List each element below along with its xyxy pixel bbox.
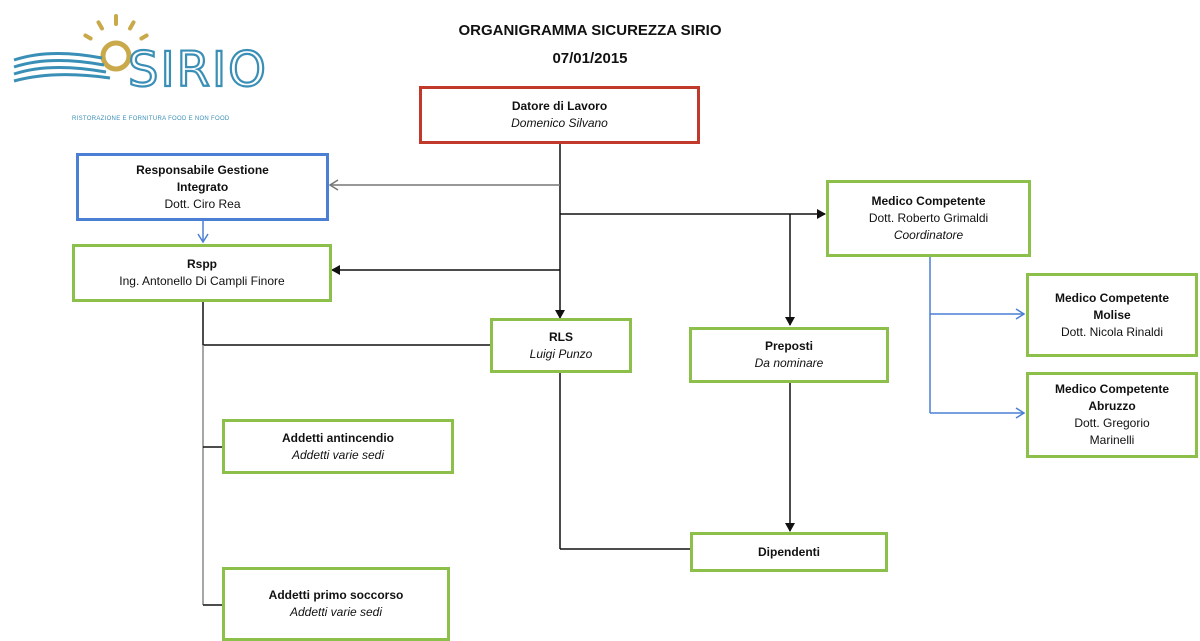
node-person-line2: Marinelli [1089, 433, 1135, 447]
node-person: Luigi Punzo [529, 346, 593, 361]
node-person: Ing. Antonello Di Campli Finore [119, 274, 285, 288]
node-datore-di-lavoro: Datore di Lavoro Domenico Silvano [419, 86, 700, 144]
logo-tagline: RISTORAZIONE E FORNITURA FOOD E NON FOOD [72, 116, 230, 122]
node-note: Addetti varie sedi [289, 605, 383, 619]
node-role-line1: Medico Competente [1054, 290, 1169, 305]
node-role: Addetti antincendio [282, 430, 394, 445]
node-person: Dott. Roberto Grimaldi [868, 211, 989, 225]
node-addetti-antincendio: Addetti antincendio Addetti varie sedi [222, 419, 454, 474]
node-rspp: Rspp Ing. Antonello Di Campli Finore [72, 244, 332, 302]
node-role: Datore di Lavoro [511, 99, 608, 113]
node-note: Coordinatore [893, 228, 964, 242]
sirio-logo: SIRIO RISTORAZIONE E FORNITURA FOOD E NO… [10, 10, 330, 122]
node-rls: RLS Luigi Punzo [490, 318, 632, 373]
node-role-line1: Medico Competente [1054, 382, 1169, 396]
node-person: Dott. Ciro Rea [164, 196, 241, 211]
node-role: Dipendenti [758, 544, 820, 559]
node-role: Medico Competente [871, 194, 986, 208]
node-role-line2: Integrato [176, 179, 229, 194]
node-role: Addetti primo soccorso [268, 588, 404, 602]
node-role: Rspp [187, 257, 217, 271]
node-medico-molise: Medico Competente Molise Dott. Nicola Ri… [1026, 273, 1198, 357]
node-person: Dott. Nicola Rinaldi [1060, 324, 1164, 339]
chart-title: ORGANIGRAMMA SICUREZZA SIRIO [458, 22, 722, 39]
node-medico-coordinatore: Medico Competente Dott. Roberto Grimaldi… [826, 180, 1031, 257]
node-role: Preposti [764, 339, 813, 353]
node-role-line2: Molise [1093, 307, 1131, 322]
chart-date: 07/01/2015 [552, 50, 628, 67]
node-role-line1: Responsabile Gestione [136, 162, 269, 177]
node-note: Addetti varie sedi [291, 447, 385, 462]
node-dipendenti: Dipendenti [690, 532, 888, 572]
node-person: Domenico Silvano [511, 116, 608, 130]
node-person-line1: Dott. Gregorio [1074, 416, 1150, 430]
node-preposti: Preposti Da nominare [689, 327, 889, 383]
node-role: RLS [549, 329, 573, 344]
node-role-line2: Abruzzo [1088, 399, 1136, 413]
node-medico-abruzzo: Medico Competente Abruzzo Dott. Gregorio… [1026, 372, 1198, 458]
svg-text:SIRIO: SIRIO [128, 42, 268, 98]
node-note: Da nominare [754, 356, 824, 370]
node-addetti-primo-soccorso: Addetti primo soccorso Addetti varie sed… [222, 567, 450, 641]
node-responsabile-gestione: Responsabile Gestione Integrato Dott. Ci… [76, 153, 329, 221]
